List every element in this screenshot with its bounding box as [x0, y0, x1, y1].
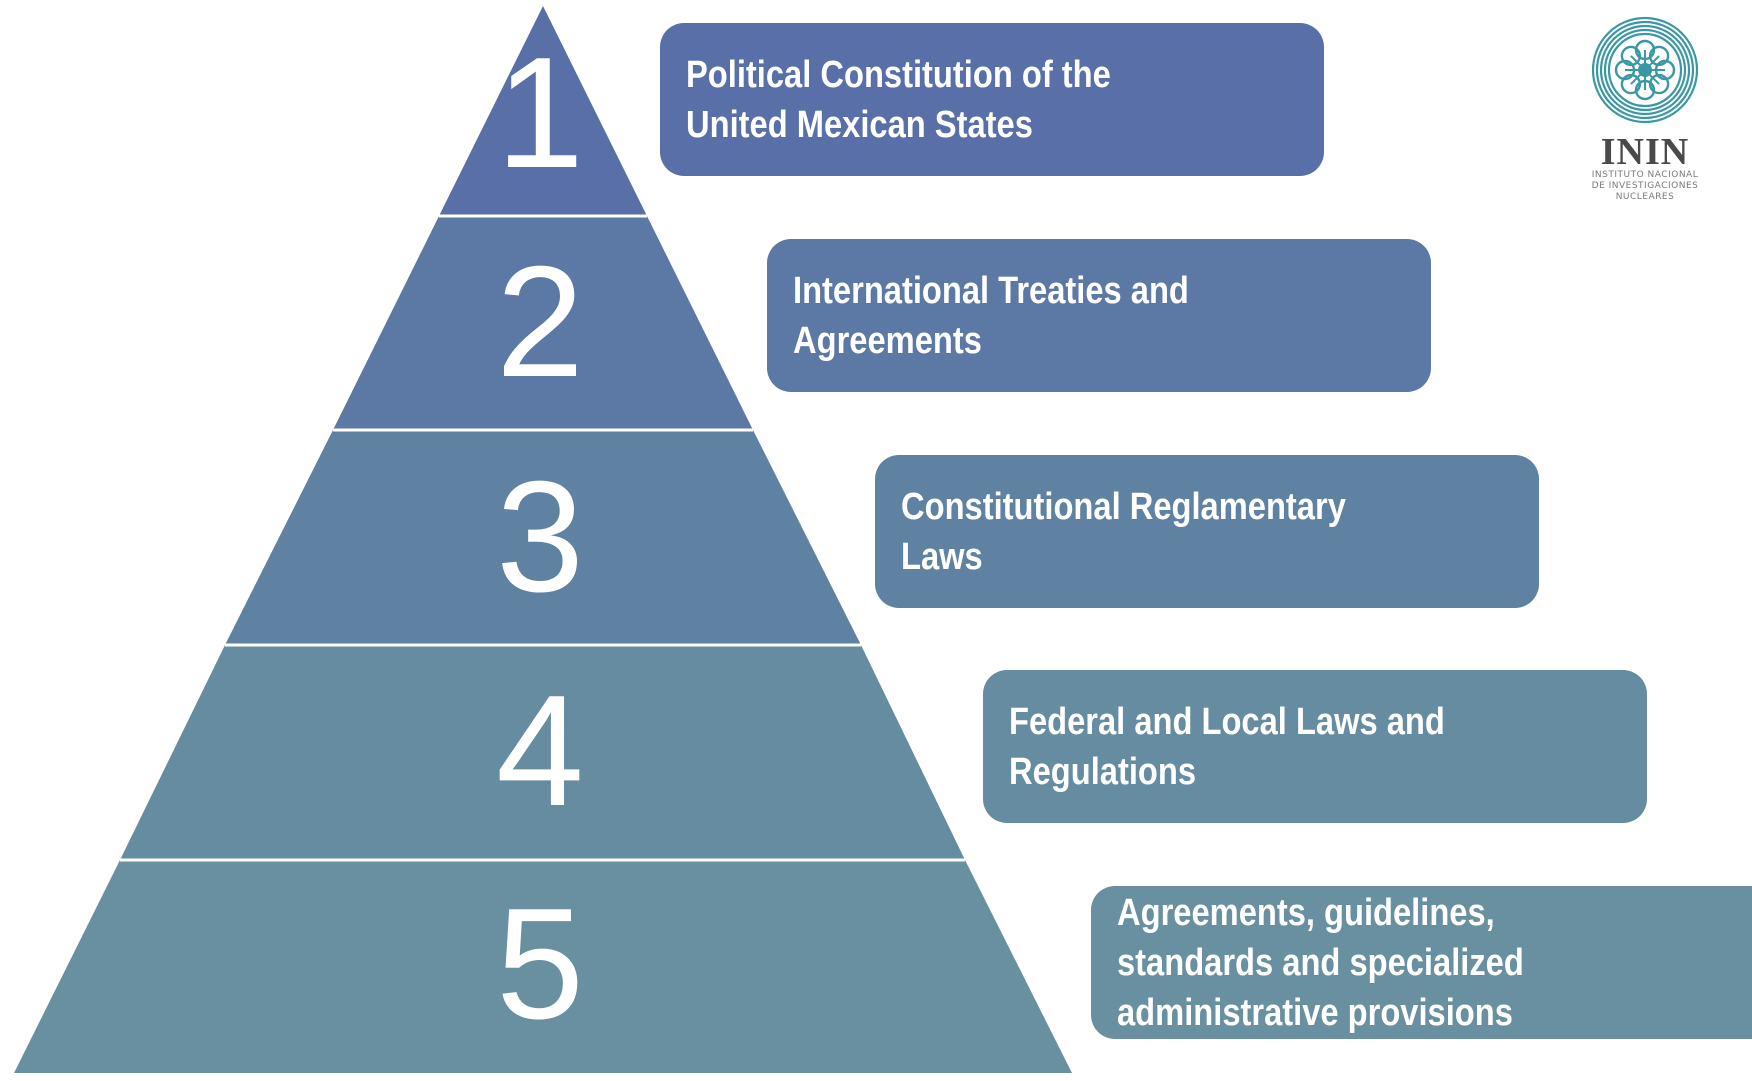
level-label-5: Agreements, guidelines, standards and sp… — [1117, 891, 1524, 1034]
level-box-5: Agreements, guidelines, standards and sp… — [1091, 886, 1752, 1039]
logo-spoke — [1630, 69, 1646, 85]
pyramid-level-3 — [225, 430, 861, 645]
logo-spoke — [1644, 69, 1660, 85]
logo-wordmark: ININ — [1600, 131, 1690, 173]
logo-ring — [1599, 24, 1691, 116]
logo-ring — [1607, 32, 1683, 108]
logo-spoke — [1630, 55, 1646, 71]
level-label-1: Political Constitution of the United Mex… — [686, 53, 1111, 146]
logo-petal — [1620, 45, 1642, 67]
pyramid-level-4 — [120, 645, 965, 860]
logo-petal — [1620, 73, 1642, 95]
level-label-3: Constitutional Reglamentary Laws — [901, 485, 1346, 578]
level-number-5: 5 — [496, 876, 584, 1052]
logo-emblem-icon — [1591, 16, 1699, 124]
level-number-2: 2 — [496, 234, 584, 410]
logo-ring — [1595, 20, 1695, 120]
level-box-1: Political Constitution of the United Mex… — [660, 23, 1324, 176]
level-label-2: International Treaties and Agreements — [793, 269, 1189, 362]
pyramid-level-5 — [14, 860, 1072, 1073]
level-number-1: 1 — [496, 25, 584, 201]
level-number-3: 3 — [496, 449, 584, 625]
logo-petal — [1648, 45, 1670, 67]
logo-subtitle-line-2: DE INVESTIGACIONES — [1591, 181, 1699, 191]
pyramid-diagram: 1 2 3 4 5 — [14, 6, 1072, 1073]
logo-spoke — [1644, 55, 1660, 71]
logo-subtitle-line-3: NUCLEARES — [1615, 192, 1675, 202]
inin-logo: ININ INSTITUTO NACIONAL DE INVESTIGACION… — [1580, 12, 1710, 202]
logo-subtitle-line-1: INSTITUTO NACIONAL — [1591, 170, 1699, 180]
logo-ring — [1591, 16, 1699, 124]
pyramid-level-2 — [333, 216, 753, 430]
level-box-2: International Treaties and Agreements — [767, 239, 1431, 392]
level-number-4: 4 — [496, 663, 584, 839]
level-box-4: Federal and Local Laws and Regulations — [983, 670, 1647, 823]
logo-petal — [1648, 73, 1670, 95]
pyramid-level-1 — [439, 6, 647, 216]
level-box-3: Constitutional Reglamentary Laws — [875, 455, 1539, 608]
logo-ring — [1603, 28, 1687, 112]
level-label-4: Federal and Local Laws and Regulations — [1009, 700, 1445, 793]
